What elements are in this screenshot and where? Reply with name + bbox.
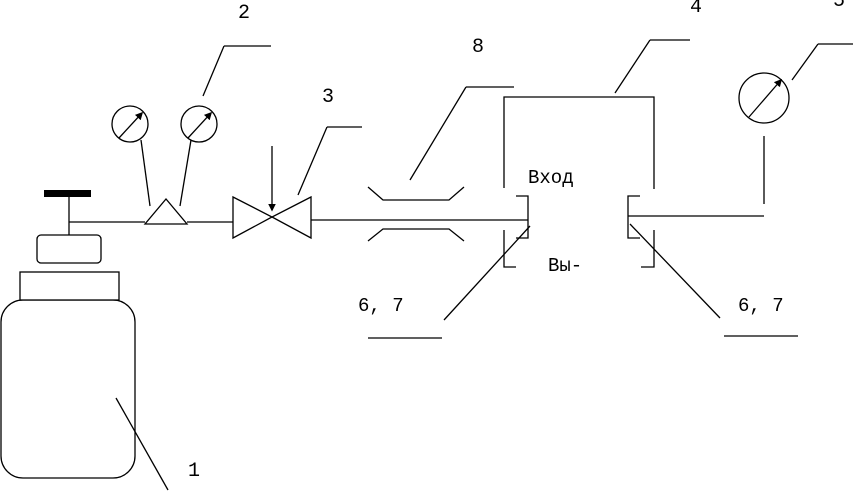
- leader-8: [409, 86, 467, 181]
- label-5: 5: [833, 0, 845, 13]
- label-8: 8: [472, 36, 484, 59]
- chamber-inlet-text: Вход: [528, 167, 574, 189]
- label-3: 3: [322, 86, 334, 109]
- label-4: 4: [690, 0, 702, 19]
- leader-5: [791, 43, 819, 81]
- cylinder-handle-icon: [44, 190, 91, 197]
- leader-2: [202, 45, 225, 97]
- gauge-icon: [738, 72, 790, 124]
- gauge-icon: [180, 105, 218, 143]
- label-1: 1: [188, 460, 200, 483]
- gas-cylinder: [0, 190, 136, 479]
- pressure-reducer: [143, 197, 189, 225]
- leader-4: [614, 39, 651, 94]
- leader-3: [297, 126, 328, 196]
- leader-6-7-left: [443, 225, 531, 321]
- label-6-7-right: 6, 7: [738, 295, 784, 317]
- gauge-icon: [111, 105, 149, 143]
- pipe-section: [367, 186, 465, 242]
- label-2: 2: [238, 2, 250, 25]
- chamber-outlet-text: Вы-: [548, 255, 582, 277]
- leader-1: [115, 397, 169, 491]
- leader-6-7-right: [629, 223, 721, 319]
- shutoff-valve: [232, 146, 312, 240]
- test-chamber: [503, 96, 655, 268]
- label-6-7-left: 6, 7: [358, 295, 404, 317]
